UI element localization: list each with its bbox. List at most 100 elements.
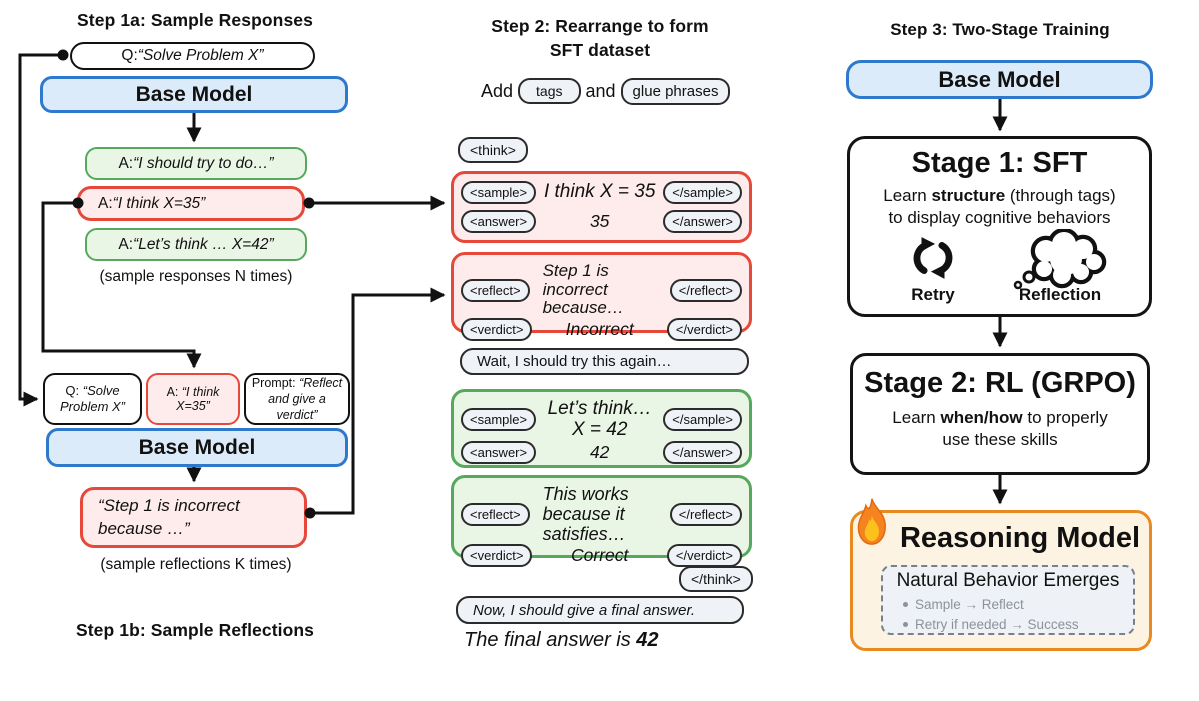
desc-text: Learn bbox=[892, 408, 941, 427]
response-prefix: A: bbox=[118, 154, 134, 172]
close-tag: </answer> bbox=[663, 440, 742, 464]
row-text: Correct bbox=[571, 545, 629, 566]
open-tag: <verdict> bbox=[461, 318, 533, 342]
question-prefix: Q: bbox=[121, 47, 138, 64]
base-model-box-3: Base Model bbox=[846, 60, 1153, 99]
retry-label: Retry bbox=[911, 285, 955, 304]
response-prefix: A: bbox=[98, 194, 113, 212]
question-prefix: Q: bbox=[65, 382, 83, 398]
prompt-box: Prompt: “Reflect and give a verdict” bbox=[244, 373, 350, 425]
sft-block-reflect-correct: <reflect> This works because it satisfie… bbox=[451, 475, 752, 568]
sft-block-reflect-incorrect: <reflect> Step 1 is incorrect because… <… bbox=[451, 252, 752, 342]
open-tag: <answer> bbox=[461, 440, 537, 464]
row-text: Incorrect bbox=[565, 318, 634, 339]
row-text: 42 bbox=[589, 441, 610, 462]
stage1-heading: Stage 1: SFT bbox=[911, 147, 1088, 179]
response-quote: “Let’s think … X=42” bbox=[133, 235, 274, 253]
stage1-description: Learn structure (through tags) to displa… bbox=[850, 185, 1149, 229]
think-close-tag: </think> bbox=[679, 566, 753, 592]
glue-phrases-pill: glue phrases bbox=[620, 77, 731, 105]
row-text: I think X = 35 bbox=[543, 181, 656, 203]
desc-text: Learn bbox=[883, 186, 932, 205]
fire-icon bbox=[857, 498, 886, 545]
close-tag: </reflect> bbox=[669, 503, 742, 527]
answer-quote: “I think X=35” bbox=[176, 385, 220, 413]
question-box-2: Q: “Solve Problem X” bbox=[43, 373, 142, 425]
step1b-title: Step 1b: Sample Reflections bbox=[75, 620, 315, 640]
response-box-2: A: “I think X=35” bbox=[77, 186, 305, 221]
desc-text: to properly bbox=[1022, 408, 1108, 427]
bullet-dot bbox=[903, 621, 908, 627]
block-row: <verdict> Incorrect </verdict> bbox=[461, 318, 742, 342]
final-answer-line: The final answer is 42 bbox=[464, 629, 659, 652]
response-quote: “I should try to do…” bbox=[133, 154, 274, 172]
sample-responses-caption: (sample responses N times) bbox=[99, 268, 293, 285]
glue-phrase-final: Now, I should give a final answer. bbox=[456, 596, 744, 624]
row-text: Let’s think… X = 42 bbox=[547, 398, 652, 440]
response-box-1: A: “I should try to do…” bbox=[85, 147, 307, 180]
close-tag: </verdict> bbox=[666, 318, 742, 342]
close-tag: </answer> bbox=[663, 210, 742, 233]
block-row: <reflect> This works because it satisfie… bbox=[461, 484, 742, 544]
base-model-box-2: Base Model bbox=[46, 428, 348, 467]
desc-bold: structure bbox=[931, 186, 1006, 205]
block-row: <reflect> Step 1 is incorrect because… <… bbox=[461, 261, 742, 318]
add-label: Add bbox=[481, 80, 514, 101]
step1a-title: Step 1a: Sample Responses bbox=[77, 10, 313, 30]
response-box-3: A: “Let’s think … X=42” bbox=[85, 228, 307, 261]
question-quote: “Solve Problem X” bbox=[59, 382, 126, 414]
stage2-box: Stage 2: RL (GRPO) Learn when/how to pro… bbox=[850, 353, 1150, 475]
bullet-dot bbox=[903, 602, 908, 608]
reasoning-model-title: Reasoning Model bbox=[899, 522, 1141, 554]
connector-dot bbox=[57, 49, 69, 61]
close-tag: </reflect> bbox=[669, 278, 742, 302]
stage2-description: Learn when/how to properly use these ski… bbox=[853, 407, 1147, 451]
answer-prefix: A: bbox=[166, 385, 182, 399]
thought-cloud-icon bbox=[1013, 229, 1107, 290]
open-tag: <verdict> bbox=[461, 544, 533, 568]
row-text: Step 1 is incorrect because… bbox=[542, 261, 624, 318]
stage2-heading: Stage 2: RL (GRPO) bbox=[864, 367, 1136, 399]
open-tag: <sample> bbox=[461, 181, 537, 204]
response-quote: “I think X=35” bbox=[112, 194, 206, 212]
question-quote: “Solve Problem X” bbox=[137, 47, 264, 64]
step2-title-line1: Step 2: Rearrange to form bbox=[491, 16, 709, 36]
reflection-label: Reflection bbox=[1018, 285, 1102, 304]
panel-title: Natural Behavior Emerges bbox=[896, 570, 1120, 591]
reflection-box: “Step 1 is incorrect because …” bbox=[80, 487, 307, 548]
sample-reflections-caption: (sample reflections K times) bbox=[100, 556, 292, 573]
and-label: and bbox=[585, 80, 616, 101]
bullet-text: Sample → Reflect bbox=[915, 597, 1024, 612]
tags-pill: tags bbox=[518, 78, 581, 104]
question-box: Q: “Solve Problem X” bbox=[70, 42, 315, 70]
prompt-prefix: Prompt: bbox=[251, 375, 300, 390]
block-row: <answer> 35 </answer> bbox=[461, 210, 742, 233]
block-row: <sample> I think X = 35 </sample> bbox=[461, 181, 742, 204]
glue-phrase-wait: Wait, I should try this again… bbox=[460, 348, 749, 375]
stage1-box: Stage 1: SFT Learn structure (through ta… bbox=[847, 136, 1152, 317]
behavior-bullet: Sample → Reflect bbox=[903, 595, 1133, 615]
response-prefix: A: bbox=[118, 235, 134, 253]
base-model-box-1: Base Model bbox=[40, 76, 348, 113]
retry-icon bbox=[913, 237, 953, 279]
final-answer-value: 42 bbox=[636, 629, 659, 651]
block-row: <verdict> Correct </verdict> bbox=[461, 544, 742, 568]
behavior-bullet: Retry if needed → Success bbox=[903, 615, 1133, 635]
open-tag: <reflect> bbox=[461, 278, 530, 302]
desc-bold: when/how bbox=[940, 408, 1023, 427]
desc-text: (through tags) bbox=[1005, 186, 1116, 205]
add-tags-row: Add tags and glue phrases bbox=[481, 77, 731, 105]
final-answer-prefix: The final answer is bbox=[464, 629, 637, 651]
connector-dot bbox=[303, 197, 315, 209]
reflection-text: “Step 1 is incorrect because …” bbox=[98, 496, 240, 538]
close-tag: </verdict> bbox=[666, 544, 742, 568]
close-tag: </sample> bbox=[663, 408, 742, 432]
natural-behavior-panel: Natural Behavior Emerges Sample → Reflec… bbox=[881, 565, 1135, 635]
sft-block-sample-correct: <sample> Let’s think… X = 42 </sample> <… bbox=[451, 389, 752, 468]
open-tag: <sample> bbox=[461, 408, 537, 432]
row-text: 35 bbox=[589, 210, 610, 231]
desc-text: to display cognitive behaviors bbox=[888, 208, 1111, 228]
desc-text: use these skills bbox=[942, 430, 1058, 450]
sft-block-sample-incorrect: <sample> I think X = 35 </sample> <answe… bbox=[451, 171, 752, 243]
